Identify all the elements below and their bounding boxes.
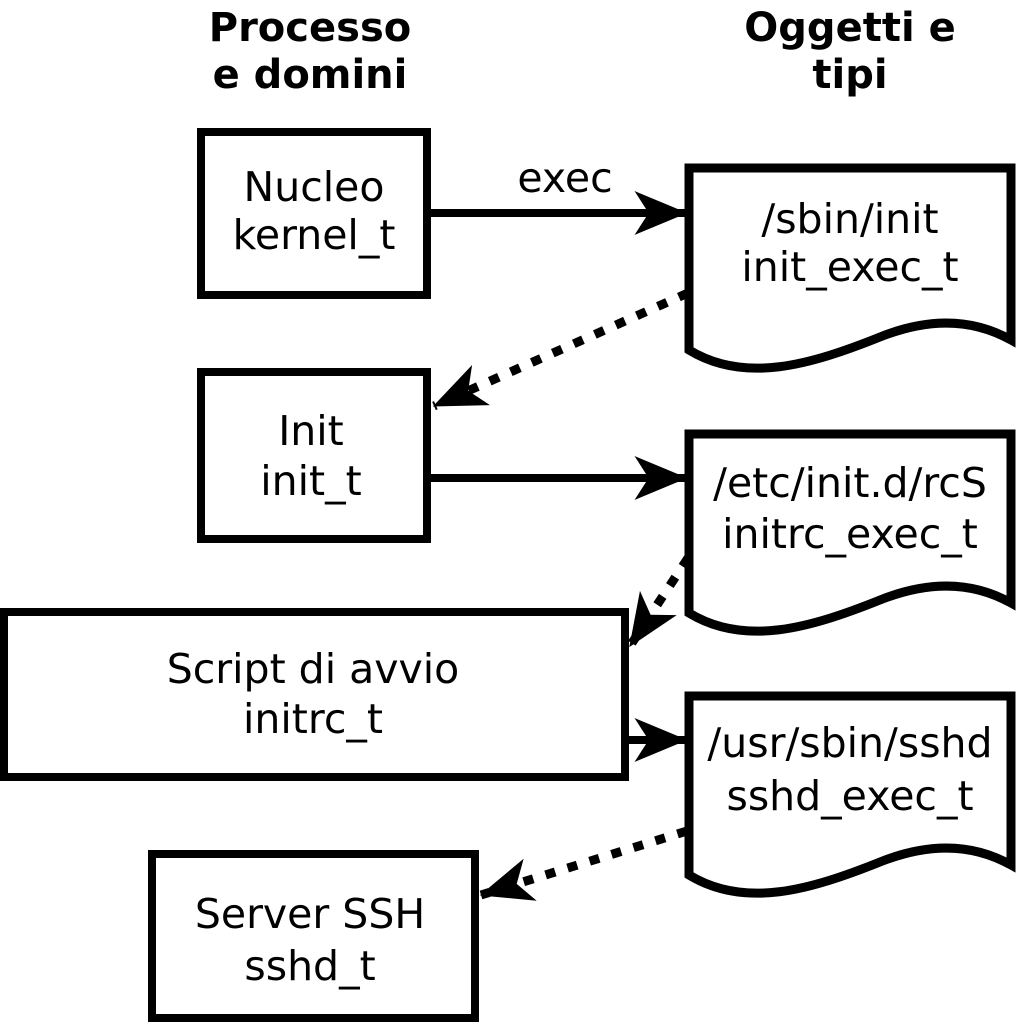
document-shape-init-exec xyxy=(684,163,1016,373)
left-column-title-line1: Processo xyxy=(209,5,411,51)
object-node-init-exec: /sbin/init init_exec_t xyxy=(684,163,1016,373)
process-node-initrc: Script di avvio initrc_t xyxy=(0,608,629,781)
process-domain-sshd: sshd_t xyxy=(244,942,375,990)
process-name-initrc: Script di avvio xyxy=(167,645,460,693)
process-node-init: Init init_t xyxy=(197,368,431,543)
process-domain-initrc: initrc_t xyxy=(243,695,383,743)
object-node-sshd-exec: /usr/sbin/sshd sshd_exec_t xyxy=(684,691,1016,898)
process-name-init: Init xyxy=(278,407,344,455)
process-box-kernel xyxy=(197,128,431,299)
transition-arrow-sshd-exec-to-sshd xyxy=(479,826,689,901)
process-box-initrc xyxy=(0,608,629,781)
process-box-sshd xyxy=(148,850,479,1022)
object-node-initrc-exec: /etc/init.d/rcS initrc_exec_t xyxy=(684,429,1016,636)
object-type-initrc-exec: initrc_exec_t xyxy=(722,510,978,558)
transition-arrow-initrc-exec-to-initrc xyxy=(626,555,692,649)
document-shape-sshd-exec xyxy=(684,691,1016,898)
process-node-sshd: Server SSH sshd_t xyxy=(148,850,479,1022)
left-column-title-line2: e domini xyxy=(213,52,408,98)
object-path-initrc-exec: /etc/init.d/rcS xyxy=(713,459,987,507)
right-column-title-line1: Oggetti e xyxy=(744,5,955,51)
right-column-title-line2: tipi xyxy=(812,52,887,98)
document-shape-initrc-exec xyxy=(684,429,1016,636)
process-name-sshd: Server SSH xyxy=(195,890,425,938)
process-name-kernel: Nucleo xyxy=(244,163,385,211)
object-type-sshd-exec: sshd_exec_t xyxy=(726,772,973,820)
object-type-init-exec: init_exec_t xyxy=(741,243,958,291)
process-domain-init: init_t xyxy=(260,457,361,505)
column-headers: Processo e domini Oggetti e tipi xyxy=(209,5,956,98)
domain-transition-arrows xyxy=(432,288,692,901)
process-node-kernel: Nucleo kernel_t xyxy=(197,128,431,299)
process-box-init xyxy=(197,368,431,543)
object-path-init-exec: /sbin/init xyxy=(761,195,938,243)
process-domain-kernel: kernel_t xyxy=(233,211,396,259)
object-path-sshd-exec: /usr/sbin/sshd xyxy=(707,719,992,767)
exec-arrows: exec xyxy=(431,154,688,762)
transition-arrow-init-exec-to-init xyxy=(432,288,690,411)
exec-arrow-label: exec xyxy=(517,154,612,202)
